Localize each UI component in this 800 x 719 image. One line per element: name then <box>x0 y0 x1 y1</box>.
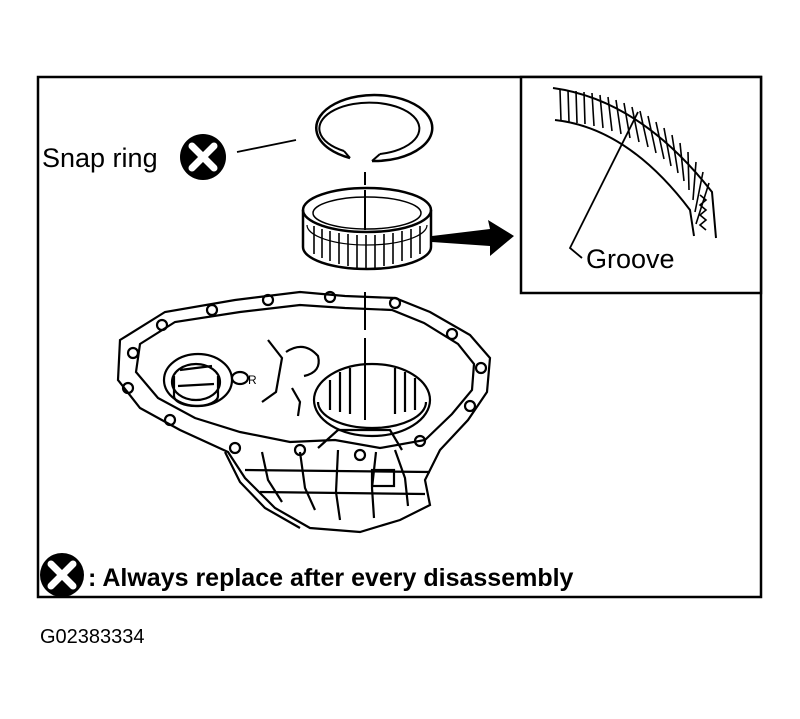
svg-text:R: R <box>248 373 257 387</box>
snap-ring-leader <box>236 139 297 153</box>
transmission-case: R <box>116 290 492 534</box>
groove-label: Groove <box>586 244 675 274</box>
figure-code: G02383334 <box>40 626 145 648</box>
x-circle-icon <box>40 553 84 597</box>
legend-text: : Always replace after every disassembly <box>88 564 574 592</box>
snap-ring <box>315 93 434 163</box>
groove-detail-splines <box>552 87 717 239</box>
x-circle-icon <box>180 134 226 180</box>
snap-ring-label: Snap ring <box>42 143 158 173</box>
arrow-right-icon <box>432 220 514 256</box>
groove-leader <box>568 111 639 259</box>
splined-sleeve <box>301 186 433 271</box>
